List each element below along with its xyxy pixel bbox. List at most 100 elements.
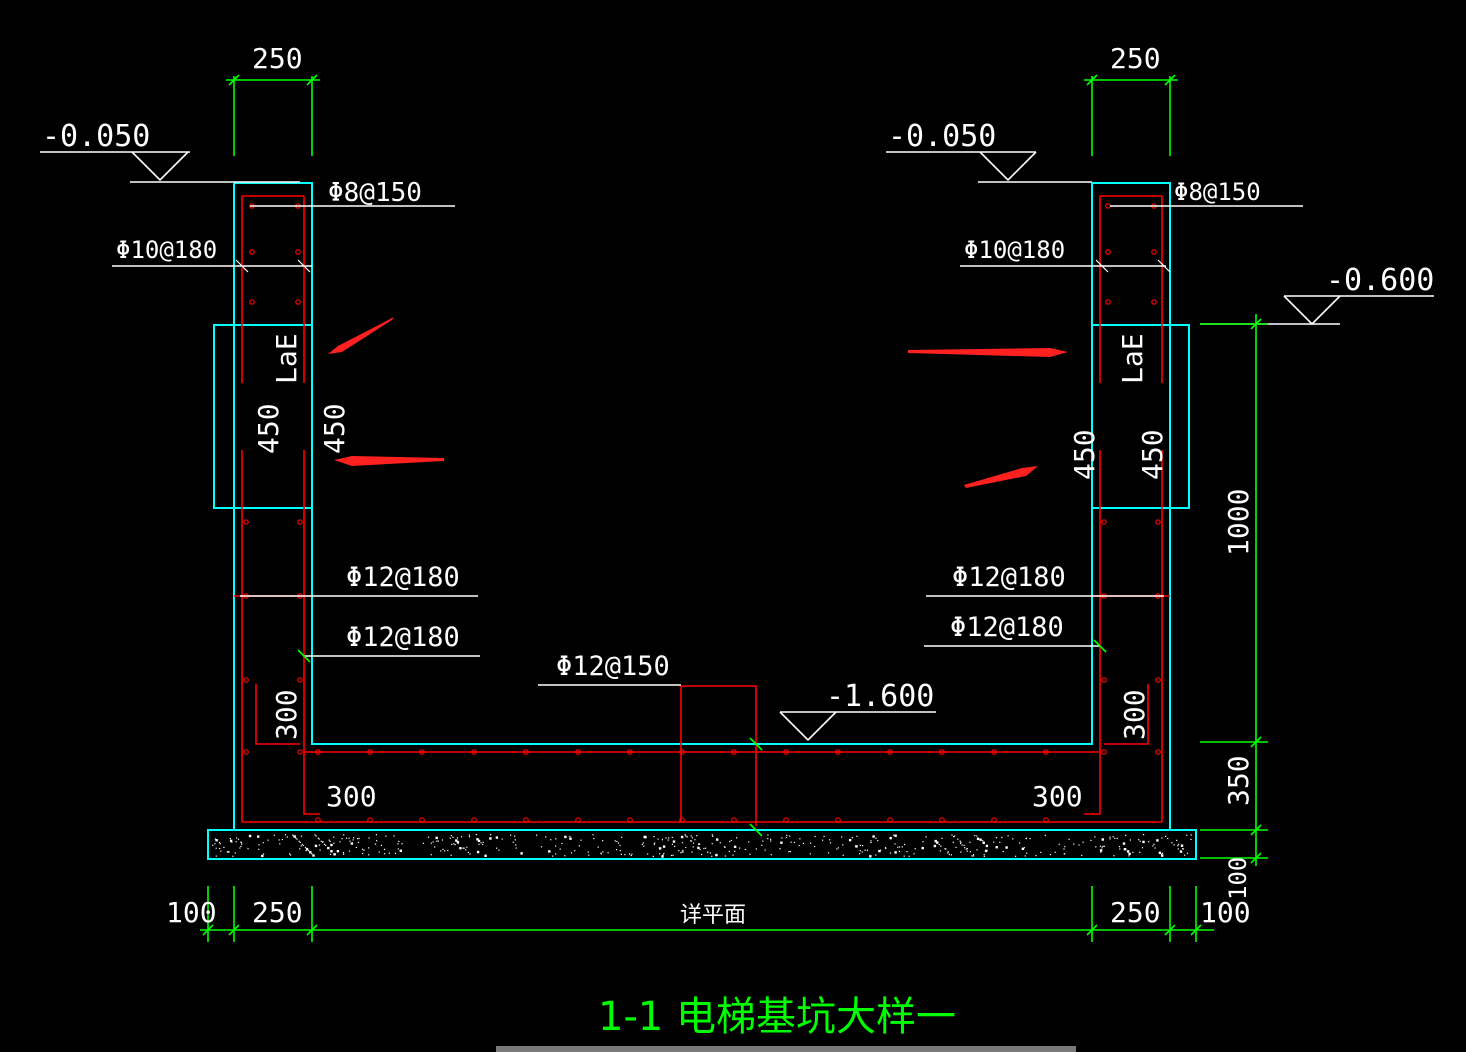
rebar-dot: [1151, 299, 1157, 305]
hatch-speck: [1148, 841, 1150, 843]
hatch-speck: [1158, 851, 1162, 854]
hatch-speck: [711, 855, 713, 857]
hatch-speck: [478, 843, 480, 845]
hatch-speck: [447, 849, 449, 852]
rebar-dot: [419, 749, 425, 755]
hatch-speck: [296, 838, 298, 840]
hatch-speck: [960, 851, 962, 853]
hatch-speck: [329, 853, 332, 855]
hatch-speck: [972, 855, 974, 857]
hatch-speck: [376, 840, 378, 842]
hatch-speck: [318, 838, 320, 840]
hatch-speck: [427, 836, 430, 838]
hatch-speck: [302, 844, 304, 847]
hatch-speck: [712, 835, 714, 837]
hatch-speck: [1143, 834, 1145, 836]
hatch-speck: [441, 839, 444, 841]
dimension-lines: [200, 74, 1268, 942]
rebar-dot: [783, 817, 789, 823]
hatch-speck: [375, 834, 377, 836]
hatch-speck: [452, 836, 454, 838]
hatch-speck: [897, 846, 899, 848]
hatch-speck: [348, 850, 351, 852]
hatch-speck: [363, 849, 365, 851]
hatch-speck: [564, 855, 566, 857]
hatch-speck: [299, 848, 301, 850]
horizontal-scrollbar[interactable]: [496, 1046, 1076, 1052]
arrow-icon: [908, 348, 1068, 357]
hatch-speck: [536, 834, 538, 836]
hatch-speck: [314, 834, 316, 836]
hatch-speck: [320, 840, 322, 842]
hatch-speck: [684, 834, 686, 836]
rebar-right-wall-top: Φ8@150: [1174, 178, 1261, 206]
rebar-lines: [234, 195, 1170, 826]
hatch-speck: [461, 836, 463, 838]
rebar-dot: [471, 817, 477, 823]
rebar-dot: [835, 817, 841, 823]
hatch-speck: [281, 838, 283, 841]
hatch-speck: [614, 840, 616, 842]
hatch-speck: [325, 844, 327, 846]
rebar-dot: [419, 817, 425, 823]
dim-right-lap-len: 450: [1068, 429, 1101, 480]
hatch-speck: [1138, 839, 1140, 841]
hatch-speck: [258, 844, 260, 846]
hatch-speck: [1001, 836, 1003, 839]
hatch-speck: [979, 838, 982, 841]
hatch-speck: [748, 841, 750, 843]
hatch-speck: [1177, 843, 1180, 845]
hatch-speck: [1112, 836, 1114, 838]
rebar-dot: [731, 749, 737, 755]
hatch-speck: [641, 843, 643, 846]
hatch-speck: [941, 837, 943, 839]
hatch-speck: [236, 837, 238, 839]
hatch-speck: [220, 850, 222, 852]
hatch-speck: [707, 851, 709, 853]
dim-bottom-left-cushion: 100: [166, 896, 217, 929]
hatch-speck: [466, 846, 468, 848]
hatch-speck: [1064, 846, 1066, 848]
hatch-speck: [1139, 851, 1141, 853]
hatch-speck: [368, 847, 370, 849]
hatch-speck: [333, 842, 335, 844]
cushion-concrete-hatch: [212, 834, 1192, 858]
annotation-arrows: [328, 317, 1068, 488]
hatch-speck: [699, 848, 701, 850]
hatch-speck: [215, 847, 217, 849]
hatch-speck: [362, 853, 364, 855]
hatch-speck: [336, 850, 340, 853]
hatch-speck: [809, 853, 811, 855]
hatch-speck: [328, 839, 330, 841]
hatch-speck: [703, 847, 705, 850]
hatch-speck: [837, 847, 839, 849]
rebar-dot: [523, 817, 529, 823]
hatch-speck: [1099, 845, 1102, 847]
hatch-speck: [305, 850, 307, 852]
hatch-speck: [333, 836, 335, 838]
hatch-speck: [1007, 835, 1009, 837]
hatch-speck: [1125, 848, 1127, 850]
hatch-speck: [462, 847, 464, 849]
hatch-speck: [1152, 845, 1154, 847]
hatch-speck: [921, 846, 924, 850]
hatch-speck: [314, 844, 318, 848]
hatch-speck: [374, 843, 376, 845]
hatch-speck: [1063, 848, 1065, 850]
hatch-speck: [814, 845, 816, 848]
hatch-speck: [1142, 840, 1145, 844]
dim-left-lap: LaE: [270, 333, 303, 384]
rebar-dot: [249, 249, 255, 255]
hatch-speck: [770, 840, 772, 842]
hatch-speck: [945, 848, 947, 850]
hatch-speck: [578, 845, 580, 847]
hatch-speck: [657, 838, 659, 840]
hatch-speck: [343, 834, 345, 836]
hatch-speck: [719, 842, 721, 844]
hatch-speck: [877, 840, 879, 842]
hatch-speck: [732, 854, 734, 856]
hatch-speck: [300, 835, 302, 837]
hatch-speck: [345, 837, 348, 839]
hatch-speck: [1073, 843, 1075, 845]
leader-lines: [112, 205, 1303, 686]
